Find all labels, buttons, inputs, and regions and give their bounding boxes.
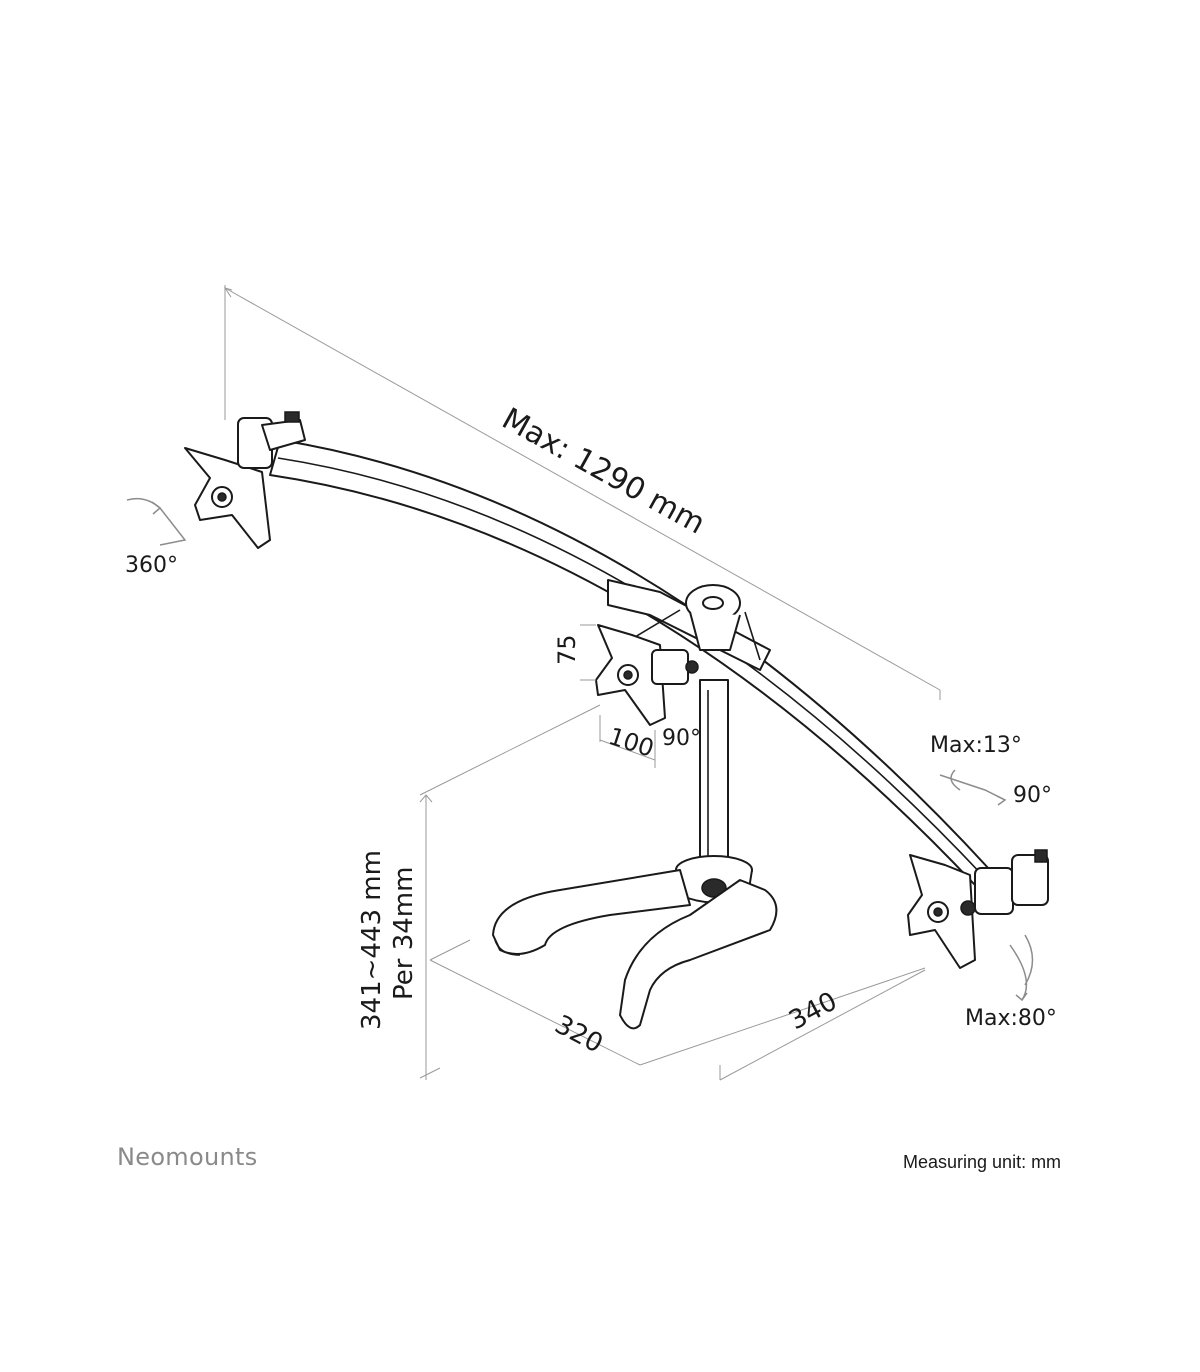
- swivel-right-label: 90°: [1013, 783, 1052, 808]
- tilt-up-arrow-icon: [939, 769, 1007, 806]
- stand-base: [492, 869, 778, 1030]
- center-hub: [607, 579, 771, 671]
- stand-pole: [675, 679, 753, 904]
- tilt-down-arrow-icon: [1009, 934, 1034, 1002]
- base-dimension-lines: [429, 939, 926, 1081]
- base-depth-label: 320: [550, 1010, 608, 1060]
- swivel-center-label: 90°: [662, 726, 701, 751]
- tilt-down-label: Max:80°: [965, 1006, 1057, 1031]
- vesa-horizontal-label: 100: [605, 722, 657, 763]
- max-length-dimension: [223, 285, 941, 700]
- right-vesa-plate: [907, 849, 1049, 969]
- height-step-label: Per 34mm: [389, 867, 419, 1000]
- height-dimension: [419, 704, 601, 1080]
- vesa-vertical-label: 75: [553, 634, 581, 665]
- measuring-unit-note: Measuring unit: mm: [903, 1152, 1062, 1172]
- left-vesa-plate: [184, 411, 306, 549]
- height-range-label: 341~443 mm: [357, 850, 387, 1030]
- base-width-label: 340: [784, 986, 842, 1036]
- rotation-label: 360°: [125, 553, 178, 578]
- tilt-up-label: Max:13°: [930, 733, 1022, 758]
- brand-logo: Neomounts: [117, 1143, 258, 1171]
- vesa-dimension-lines: [580, 624, 656, 768]
- rotation-arrow-icon: [126, 497, 187, 546]
- center-vesa-plate: [595, 624, 699, 726]
